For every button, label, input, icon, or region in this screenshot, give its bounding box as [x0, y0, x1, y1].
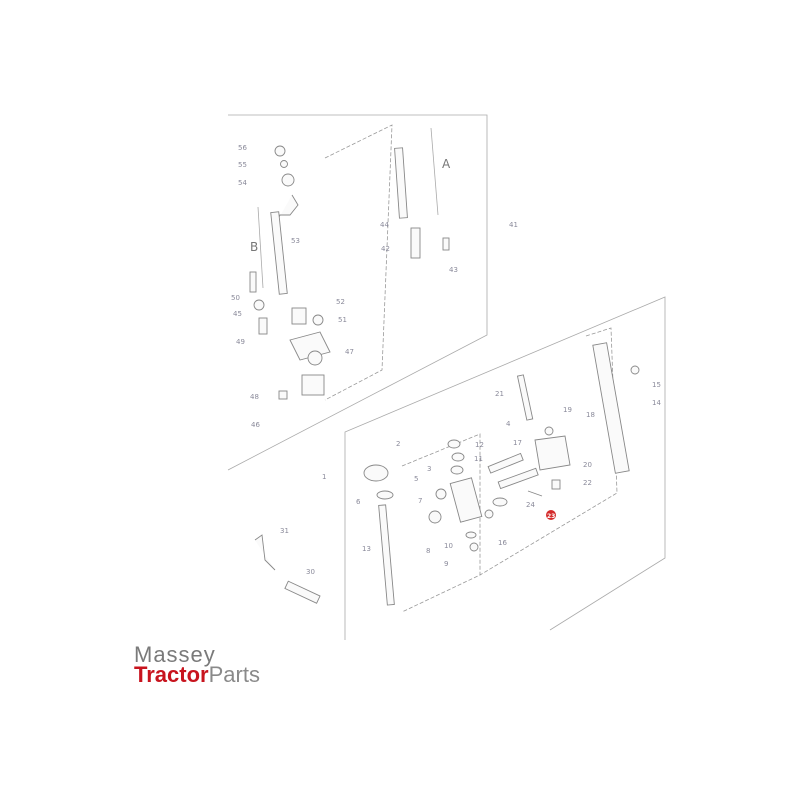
upper-panel-border	[227, 114, 488, 471]
upper-parts	[249, 127, 450, 400]
callout-12[interactable]: 12	[475, 441, 484, 449]
callout-46[interactable]: 46	[251, 421, 260, 429]
dimension-a: A	[442, 157, 451, 171]
callout-10[interactable]: 10	[444, 542, 453, 550]
callout-1[interactable]: 1	[322, 473, 326, 481]
callout-24[interactable]: 24	[526, 501, 535, 509]
callout-3[interactable]: 3	[427, 465, 431, 473]
callout-52[interactable]: 52	[336, 298, 345, 306]
callout-5[interactable]: 5	[414, 475, 418, 483]
callout-30[interactable]: 30	[306, 568, 315, 576]
callout-22[interactable]: 22	[583, 479, 592, 487]
callout-56[interactable]: 56	[238, 144, 247, 152]
lower-panel-border	[344, 296, 666, 640]
callout-54[interactable]: 54	[238, 179, 247, 187]
group-1-bracket	[401, 433, 481, 613]
callout-49[interactable]: 49	[236, 338, 245, 346]
lower-parts	[254, 342, 640, 606]
logo-massey: Massey	[134, 642, 216, 667]
callout-42[interactable]: 42	[381, 245, 390, 253]
callout-23-highlighted[interactable]: 23	[547, 513, 555, 520]
callout-51[interactable]: 51	[338, 316, 347, 324]
callout-9[interactable]: 9	[444, 560, 448, 568]
callout-31[interactable]: 31	[280, 527, 289, 535]
callout-55[interactable]: 55	[238, 161, 247, 169]
callout-47[interactable]: 47	[345, 348, 354, 356]
upper-callouts: 56 55 54 53 B 50 45 49 52 51 47 48 46 44…	[231, 144, 518, 429]
callout-53[interactable]: 53	[291, 237, 300, 245]
callout-20[interactable]: 20	[583, 461, 592, 469]
callout-8[interactable]: 8	[426, 547, 430, 555]
callout-41[interactable]: 41	[509, 221, 518, 229]
callout-17[interactable]: 17	[513, 439, 522, 447]
callout-16[interactable]: 16	[498, 539, 507, 547]
lower-callouts: 21 19 18 15 14 4 17 12 11 2 3 20 22 5 1 …	[280, 381, 661, 576]
callout-14[interactable]: 14	[652, 399, 661, 407]
dimension-b: B	[250, 240, 258, 254]
logo-tractor: Tractor	[134, 662, 209, 687]
callout-11[interactable]: 11	[474, 455, 483, 463]
callout-2[interactable]: 2	[396, 440, 400, 448]
callout-6[interactable]: 6	[356, 498, 361, 506]
callout-19[interactable]: 19	[563, 406, 572, 414]
callout-21[interactable]: 21	[495, 390, 504, 398]
massey-tractor-parts-logo: Massey TractorParts	[134, 642, 260, 687]
callout-44[interactable]: 44	[380, 221, 389, 229]
callout-13[interactable]: 13	[362, 545, 371, 553]
callout-45[interactable]: 45	[233, 310, 242, 318]
callout-18[interactable]: 18	[586, 411, 595, 419]
callout-4[interactable]: 4	[506, 420, 511, 428]
callout-48[interactable]: 48	[250, 393, 259, 401]
group-41-bracket	[324, 124, 393, 401]
callout-7[interactable]: 7	[418, 497, 422, 505]
callout-50[interactable]: 50	[231, 294, 240, 302]
logo-parts: Parts	[208, 662, 260, 687]
callout-15[interactable]: 15	[652, 381, 661, 389]
highlight-marker	[546, 510, 556, 520]
callout-43[interactable]: 43	[449, 266, 458, 274]
